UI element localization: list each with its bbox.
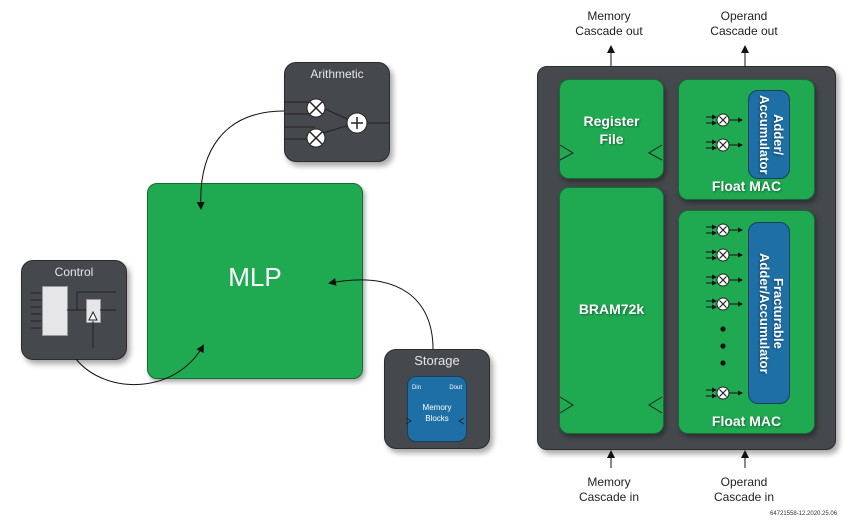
ellipsis-dot bbox=[720, 360, 726, 366]
register-file-label: Register File bbox=[583, 113, 640, 147]
storage-title: Storage bbox=[414, 353, 460, 368]
float-mac-multipliers bbox=[706, 113, 743, 400]
adder-accumulator-block: Adder/ Accumulator bbox=[748, 90, 790, 179]
operand-cascade-in-label: Operand Cascade in bbox=[713, 475, 775, 504]
dout-label: Dout bbox=[449, 385, 462, 391]
fracturable-accumulator-block: Fracturable Adder/Accumulator bbox=[748, 222, 790, 404]
multiply-icon bbox=[706, 273, 743, 287]
ellipsis-dot bbox=[720, 343, 726, 349]
control-to-mlp-arrow bbox=[75, 344, 204, 385]
bram72k-block: BRAM72k bbox=[559, 187, 664, 434]
float-mac-bottom-label: Float MAC bbox=[711, 413, 782, 429]
multiply-icon bbox=[706, 248, 743, 262]
multiply-icon bbox=[706, 113, 743, 127]
arithmetic-block: Arithmetic bbox=[284, 62, 390, 162]
figure-id: 64721558-12.2020.25.06 bbox=[770, 511, 838, 517]
memory-label-2: Blocks bbox=[425, 414, 449, 423]
memory-cascade-out-label: Memory Cascade out bbox=[575, 9, 643, 38]
float-mac-bottom-block: Float MAC Fracturable Adder/Accumulator bbox=[678, 210, 815, 434]
din-label: Din bbox=[412, 385, 422, 391]
float-mac-top-label: Float MAC bbox=[711, 178, 782, 194]
storage-block: Storage Din Dout Memory Blocks bbox=[384, 349, 490, 449]
memory-blocks: Din Dout Memory Blocks bbox=[407, 376, 467, 442]
fracturable-accumulator-label: Fracturable Adder/Accumulator bbox=[757, 252, 786, 374]
multiply-icon bbox=[706, 297, 743, 311]
control-circuit bbox=[31, 291, 116, 348]
control-title: Control bbox=[54, 265, 94, 279]
ellipsis-dot bbox=[720, 326, 726, 332]
multiply-icon bbox=[306, 98, 326, 118]
storage-to-mlp-arrow bbox=[328, 277, 434, 350]
memory-cascade-in-label: Memory Cascade in bbox=[578, 475, 640, 504]
mlp-block: MLP bbox=[147, 183, 363, 379]
mlp-label: MLP bbox=[228, 262, 282, 292]
add-icon bbox=[346, 112, 368, 134]
arithmetic-circuit bbox=[284, 98, 389, 148]
bram72k-label: BRAM72k bbox=[578, 301, 645, 317]
multiply-icon bbox=[706, 386, 743, 400]
control-logic-block bbox=[42, 286, 68, 336]
memory-label-1: Memory bbox=[422, 403, 452, 412]
arithmetic-title: Arithmetic bbox=[310, 67, 364, 81]
float-mac-top-block: Float MAC Adder/ Accumulator bbox=[678, 79, 815, 200]
multiply-icon bbox=[306, 128, 326, 148]
arithmetic-to-mlp-arrow bbox=[196, 110, 285, 210]
multiply-icon bbox=[706, 223, 743, 237]
multiply-icon bbox=[706, 138, 743, 152]
register-file-block: Register File bbox=[559, 79, 664, 179]
adder-accumulator-label: Adder/ Accumulator bbox=[757, 94, 786, 175]
operand-cascade-out-label: Operand Cascade out bbox=[710, 9, 778, 38]
